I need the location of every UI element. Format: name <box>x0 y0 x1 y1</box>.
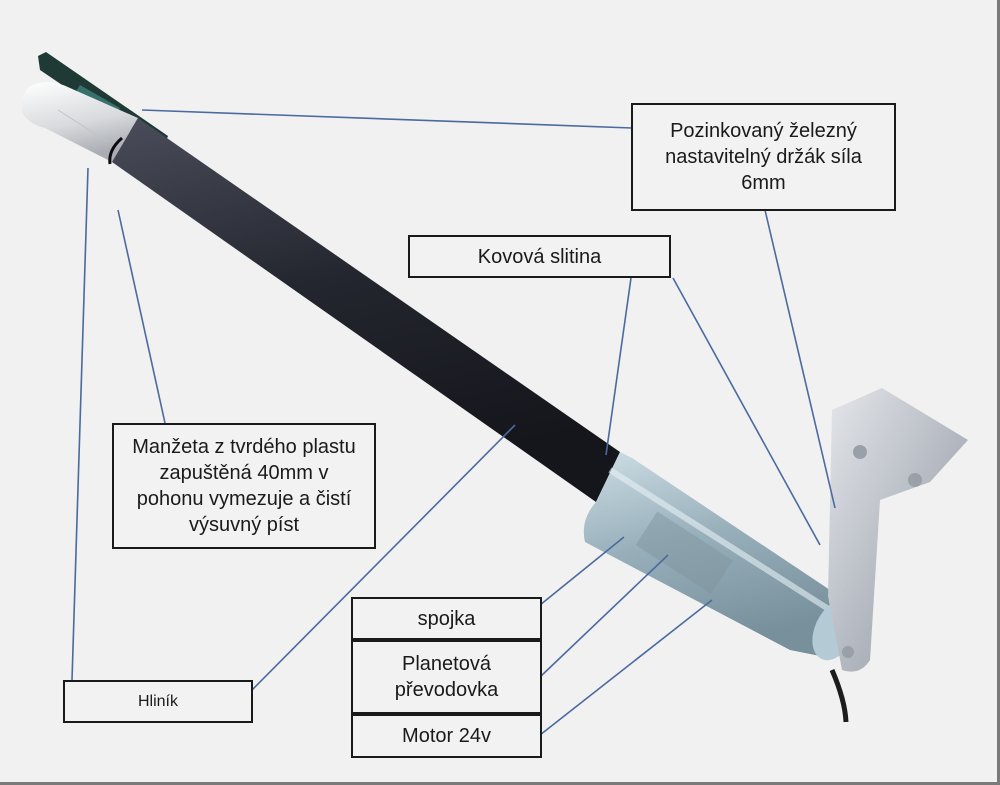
label-aluminium: Hliník <box>63 680 253 723</box>
black-tube <box>112 118 620 502</box>
label-motor: Motor 24v <box>351 714 542 758</box>
rear-bracket <box>828 388 968 723</box>
label-clutch: spojka <box>351 597 542 640</box>
transparent-housing <box>583 452 858 661</box>
aluminium-rod <box>21 82 139 162</box>
label-plastic-sleeve: Manžeta z tvrdého plastu zapuštěná 40mm … <box>112 423 376 549</box>
label-metal-alloy: Kovová slitina <box>408 235 671 278</box>
label-planetary-gearbox: Planetová převodovka <box>351 640 542 714</box>
label-galvanized-bracket: Pozinkovaný železný nastavitelný držák s… <box>631 103 896 211</box>
leader-lines <box>71 109 836 736</box>
